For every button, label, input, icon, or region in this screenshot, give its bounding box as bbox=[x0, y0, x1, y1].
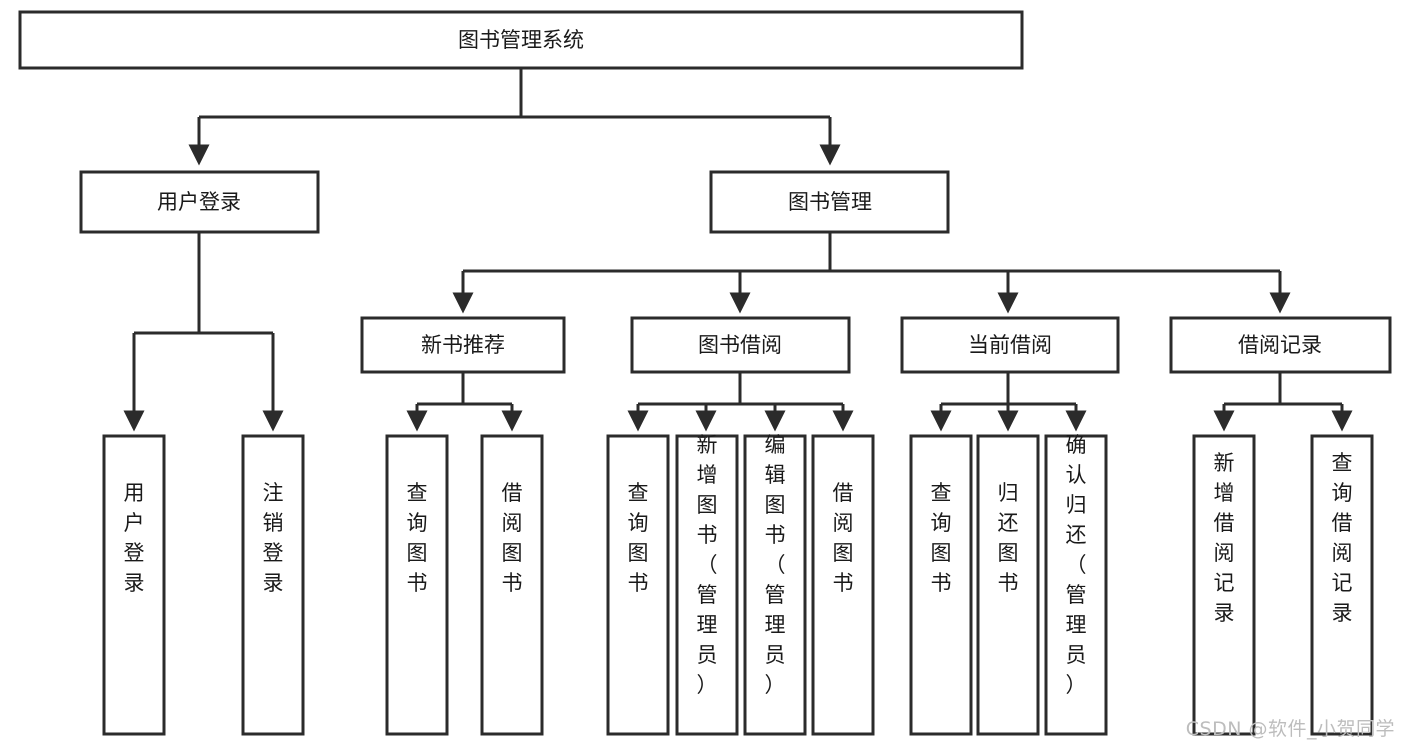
leaf-user-login-box bbox=[102, 434, 166, 736]
leaf-return-book[interactable]: 归还图书 bbox=[976, 434, 1040, 736]
leaf-add-record[interactable]: 新增借阅记录 bbox=[1192, 434, 1256, 736]
leaf-borrow-book-recommend[interactable]: 借阅图书 bbox=[480, 434, 544, 736]
leaf-query-book-recommend-box bbox=[385, 434, 449, 736]
node-borrow-record[interactable]: 借阅记录 bbox=[1169, 316, 1392, 374]
node-book-borrow-label: 图书借阅 bbox=[698, 333, 782, 357]
node-title-label: 图书管理系统 bbox=[458, 28, 584, 52]
leaf-confirm-return[interactable]: 确认归还（管理员） bbox=[1044, 433, 1108, 736]
leaf-borrow-book-borrow-label: 借阅图书 bbox=[833, 481, 854, 595]
leaf-query-book-borrow-box bbox=[606, 434, 670, 736]
leaf-query-record-label: 查询借阅记录 bbox=[1332, 451, 1353, 625]
leaf-add-book[interactable]: 新增图书（管理员） bbox=[675, 433, 739, 736]
node-title[interactable]: 图书管理系统 bbox=[18, 10, 1024, 70]
leaf-return-book-box bbox=[976, 434, 1040, 736]
node-new-book-recommend-box bbox=[360, 316, 566, 374]
node-current-borrow[interactable]: 当前借阅 bbox=[900, 316, 1120, 374]
leaf-logout-login-box bbox=[241, 434, 305, 736]
leaf-add-record-box bbox=[1192, 434, 1256, 736]
node-book-management-label: 图书管理 bbox=[788, 190, 872, 214]
node-current-borrow-box bbox=[900, 316, 1120, 374]
node-user-login-label: 用户登录 bbox=[157, 190, 241, 214]
leaf-borrow-book-borrow[interactable]: 借阅图书 bbox=[811, 434, 875, 736]
leaf-nodes-layer: 用户登录 注销登录 查询图书 借阅图书 查询图书 新增图书（管理员） bbox=[102, 433, 1374, 736]
leaf-query-book-recommend-label: 查询图书 bbox=[407, 481, 428, 595]
node-book-borrow-box bbox=[630, 316, 851, 374]
connector-layer bbox=[123, 68, 1353, 432]
leaf-query-book-recommend[interactable]: 查询图书 bbox=[385, 434, 449, 736]
leaf-query-record[interactable]: 查询借阅记录 bbox=[1310, 434, 1374, 736]
leaf-confirm-return-box bbox=[1044, 434, 1108, 736]
leaf-edit-book-label: 编辑图书（管理员） bbox=[765, 433, 786, 697]
leaf-user-login-label: 用户登录 bbox=[124, 481, 145, 595]
leaf-add-record-label: 新增借阅记录 bbox=[1214, 451, 1235, 625]
leaf-add-book-box bbox=[675, 434, 739, 736]
node-user-login[interactable]: 用户登录 bbox=[79, 170, 320, 234]
leaf-confirm-return-label: 确认归还（管理员） bbox=[1066, 433, 1087, 697]
leaf-query-book-current-label: 查询图书 bbox=[931, 481, 952, 595]
node-new-book-recommend[interactable]: 新书推荐 bbox=[360, 316, 566, 374]
leaf-user-login[interactable]: 用户登录 bbox=[102, 434, 166, 736]
node-book-management[interactable]: 图书管理 bbox=[709, 170, 950, 234]
node-borrow-record-label: 借阅记录 bbox=[1238, 333, 1322, 357]
leaf-logout-login[interactable]: 注销登录 bbox=[241, 434, 305, 736]
node-book-borrow[interactable]: 图书借阅 bbox=[630, 316, 851, 374]
node-user-login-box bbox=[79, 170, 320, 234]
leaf-logout-login-label: 注销登录 bbox=[263, 481, 284, 595]
leaf-borrow-book-borrow-box bbox=[811, 434, 875, 736]
leaf-edit-book[interactable]: 编辑图书（管理员） bbox=[743, 433, 807, 736]
leaf-query-book-borrow-label: 查询图书 bbox=[628, 481, 649, 595]
leaf-return-book-label: 归还图书 bbox=[998, 481, 1019, 595]
node-new-book-recommend-label: 新书推荐 bbox=[421, 333, 505, 357]
leaf-add-book-label: 新增图书（管理员） bbox=[697, 433, 718, 697]
leaf-edit-book-box bbox=[743, 434, 807, 736]
node-title-box bbox=[18, 10, 1024, 70]
node-borrow-record-box bbox=[1169, 316, 1392, 374]
leaf-query-record-box bbox=[1310, 434, 1374, 736]
node-current-borrow-label: 当前借阅 bbox=[968, 333, 1052, 357]
leaf-query-book-current-box bbox=[909, 434, 973, 736]
node-book-management-box bbox=[709, 170, 950, 234]
leaf-borrow-book-recommend-box bbox=[480, 434, 544, 736]
csdn-watermark: CSDN @软件_小贺同学 bbox=[1185, 718, 1395, 740]
leaf-borrow-book-recommend-label: 借阅图书 bbox=[502, 481, 523, 595]
leaf-query-book-borrow[interactable]: 查询图书 bbox=[606, 434, 670, 736]
leaf-query-book-current[interactable]: 查询图书 bbox=[909, 434, 973, 736]
